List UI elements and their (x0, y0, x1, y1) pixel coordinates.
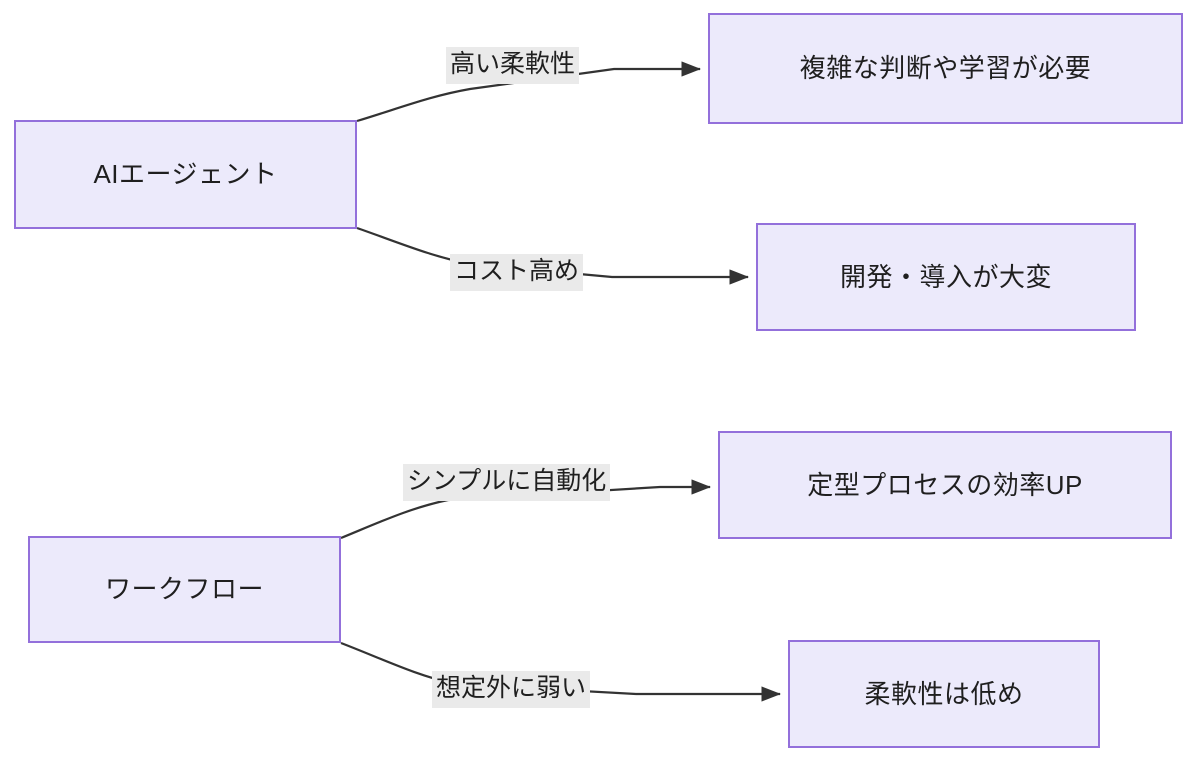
node-complex-judgment[interactable]: 複雑な判断や学習が必要 (708, 13, 1183, 124)
node-low-flexibility-label: 柔軟性は低め (864, 678, 1024, 709)
node-workflow-label: ワークフロー (104, 574, 264, 605)
edge-label-simple-auto: シンプルに自動化 (403, 464, 611, 501)
edge-label-high-flexibility: 高い柔軟性 (446, 47, 580, 84)
edge-label-high-cost: コスト高め (450, 254, 584, 291)
node-workflow[interactable]: ワークフロー (28, 536, 341, 643)
node-dev-hard[interactable]: 開発・導入が大変 (756, 223, 1136, 331)
node-ai-agent-label: AIエージェント (93, 159, 278, 190)
edge-label-weak-unexpected: 想定外に弱い (432, 671, 591, 708)
node-efficiency-up[interactable]: 定型プロセスの効率UP (718, 431, 1172, 539)
node-ai-agent[interactable]: AIエージェント (14, 120, 357, 229)
node-low-flexibility[interactable]: 柔軟性は低め (788, 640, 1100, 748)
node-efficiency-up-label: 定型プロセスの効率UP (807, 469, 1083, 500)
node-complex-judgment-label: 複雑な判断や学習が必要 (799, 53, 1092, 84)
node-dev-hard-label: 開発・導入が大変 (839, 261, 1052, 292)
